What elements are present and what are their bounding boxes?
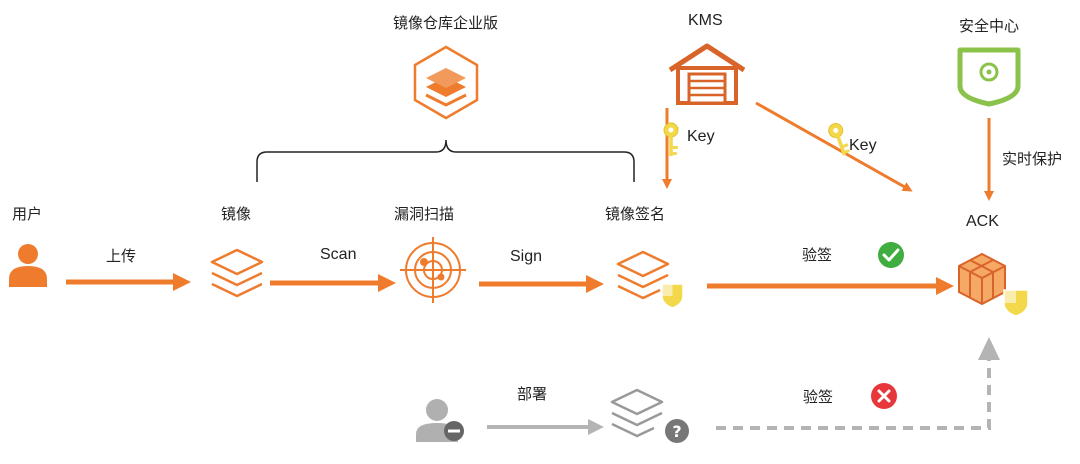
upload-label: 上传	[106, 247, 137, 265]
user-remove-icon	[416, 399, 464, 442]
key-icon	[828, 123, 850, 156]
protect-label: 实时保护	[1002, 150, 1063, 168]
kms-label: KMS	[688, 12, 723, 29]
key-icon	[663, 122, 679, 156]
cube-cluster-icon	[958, 252, 1029, 317]
cross-icon	[871, 383, 897, 409]
registry-stack-icon	[413, 45, 479, 120]
kms-to-ack-arrow	[755, 101, 913, 192]
verify-fail-arrowhead	[978, 337, 1000, 360]
unknown-layers-icon: ?	[610, 388, 689, 443]
image-label: 镜像	[221, 205, 252, 223]
shield-icon	[957, 47, 1021, 107]
ack-label: ACK	[966, 213, 999, 230]
registry-label: 镜像仓库企业版	[393, 14, 499, 32]
verify-fail-path	[716, 350, 991, 430]
scan-label: Scan	[320, 246, 357, 263]
key-label-1: Key	[687, 128, 715, 145]
security-center-label: 安全中心	[959, 17, 1020, 35]
vuln-scan-label: 漏洞扫描	[394, 205, 455, 223]
layers-icon	[210, 248, 264, 298]
deploy-label: 部署	[517, 385, 548, 403]
registry-bracket	[256, 139, 635, 182]
svg-text:?: ?	[672, 422, 681, 441]
sign-label: Sign	[510, 248, 543, 265]
warehouse-icon	[668, 43, 746, 105]
user-icon	[9, 244, 47, 287]
signed-layers-icon	[616, 250, 684, 309]
verify-ok-label: 验签	[802, 246, 833, 264]
signed-image-label: 镜像签名	[605, 205, 666, 223]
verify-fail-label: 验签	[803, 388, 834, 406]
check-icon	[878, 242, 904, 268]
key-label-2: Key	[849, 137, 877, 154]
user-label: 用户	[12, 205, 43, 223]
radar-icon	[400, 237, 466, 303]
